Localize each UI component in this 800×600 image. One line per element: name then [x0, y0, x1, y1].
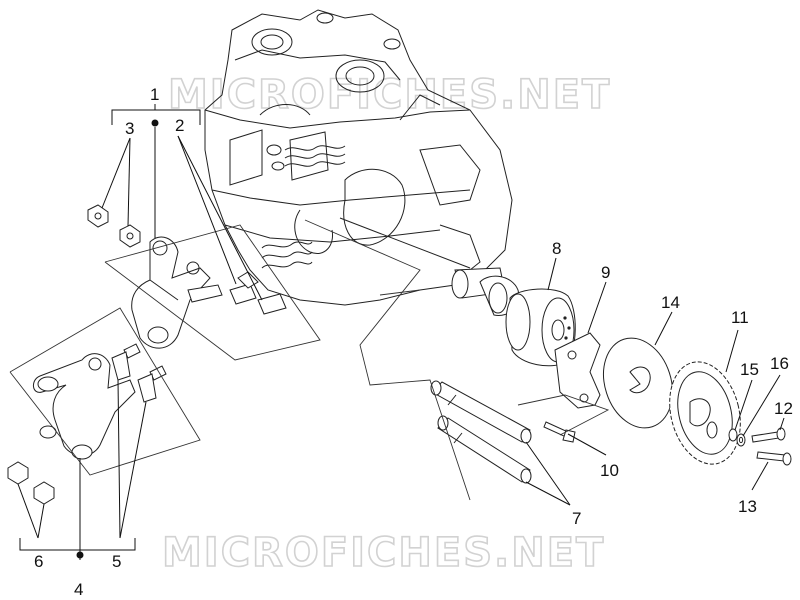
callout-11: 11	[731, 308, 749, 327]
rocker-arm-upper	[131, 236, 223, 349]
rocker-shafts	[430, 380, 532, 484]
watermark-top: MICROFICHES.NET	[168, 72, 611, 118]
adjuster-screws	[111, 343, 167, 403]
rocker-arm-lower	[33, 353, 136, 460]
callout-dot-4	[76, 551, 84, 559]
bolt-12	[751, 427, 786, 443]
callout-1: 1	[150, 85, 159, 104]
camshaft	[339, 217, 576, 367]
callout-5: 5	[112, 552, 121, 571]
nuts-upper	[87, 204, 141, 248]
leader-lines	[17, 104, 785, 560]
decompressor-disc	[603, 337, 673, 429]
callout-13: 13	[738, 497, 757, 516]
callout-9: 9	[601, 263, 610, 282]
bolt-10	[543, 421, 576, 443]
callout-3: 3	[125, 119, 134, 138]
cylinder-head	[204, 9, 513, 306]
cam-sprocket	[669, 361, 741, 465]
callout-12: 12	[774, 399, 793, 418]
nuts-lower	[7, 461, 55, 505]
callout-15: 15	[740, 360, 759, 379]
washers	[728, 428, 746, 447]
callout-16: 16	[770, 354, 789, 373]
callout-4: 4	[74, 580, 83, 599]
watermark-bottom: MICROFICHES.NET	[162, 530, 605, 576]
valve-springs	[261, 144, 346, 269]
bolt-13	[756, 451, 792, 466]
cam-plate	[554, 332, 601, 409]
callout-dot-1	[151, 119, 159, 127]
callout-8: 8	[552, 239, 561, 258]
valve-tappets	[229, 271, 287, 315]
callout-14: 14	[661, 293, 680, 312]
callout-7: 7	[572, 509, 581, 528]
callout-2: 2	[175, 116, 184, 135]
assembly-guides	[9, 219, 610, 501]
callout-10: 10	[600, 461, 619, 480]
callout-6: 6	[34, 552, 43, 571]
